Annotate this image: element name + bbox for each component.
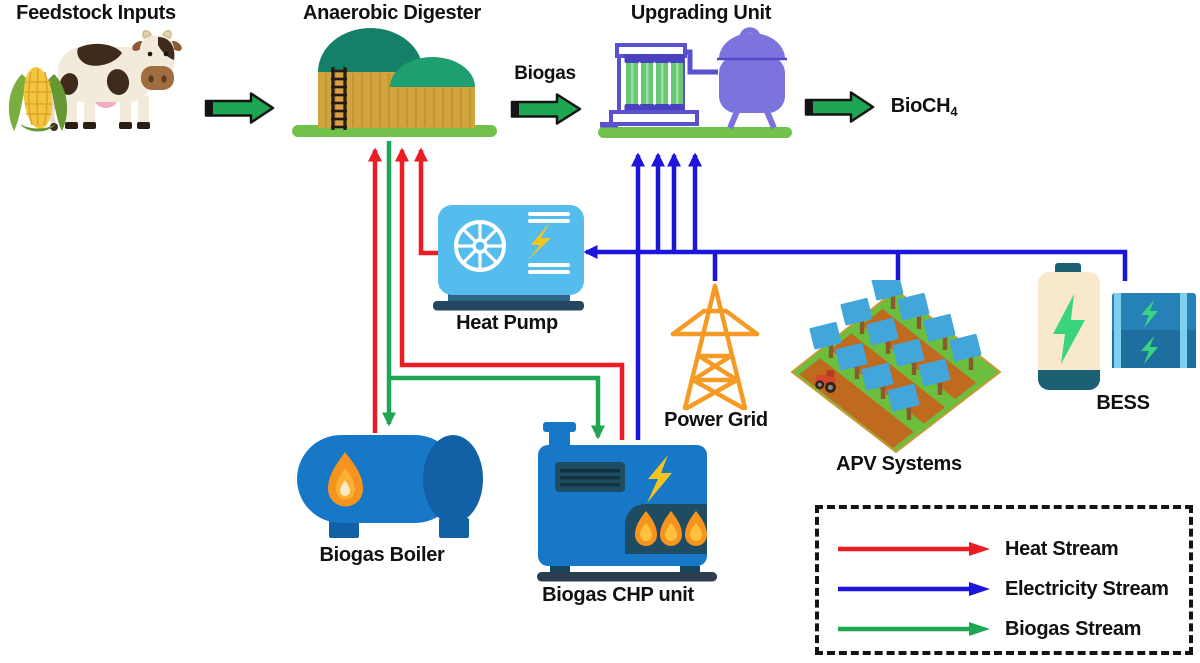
burner-flames [635, 511, 707, 546]
flame-icon [328, 452, 363, 507]
membrane-columns [624, 54, 685, 113]
upgrading-title: Upgrading Unit [630, 2, 772, 24]
heat-stream-arrow-icon [838, 542, 990, 556]
battery-storage-icon [1038, 263, 1196, 390]
apv-label: APV Systems [836, 453, 962, 475]
anaerobic-digester-icon [292, 28, 497, 137]
feedstock-title: Feedstock Inputs [16, 2, 176, 24]
digester-to-upgrading-arrow [510, 93, 582, 125]
electricity-stream-arrow-icon [838, 582, 990, 596]
legend-box: Heat Stream Electricity Stream Biogas St… [815, 505, 1193, 655]
heat-pump-icon [433, 205, 584, 311]
heat-stream-chp-to-digester [395, 147, 625, 440]
electricity-bus-to-heatpump [583, 245, 1128, 281]
biogas-stream-digester-to-chp [389, 375, 605, 440]
upgrading-to-biomethane-arrow [804, 91, 875, 123]
biogas-boiler-icon [297, 435, 483, 538]
legend-label-biogas: Biogas Stream [1005, 617, 1142, 640]
biogas-stream-arrow-icon [838, 622, 990, 636]
grille-icon [555, 462, 625, 492]
apv-field-icon [790, 280, 1002, 454]
heat-stream-heatpump-to-digester [414, 147, 438, 256]
fan-icon [454, 220, 506, 272]
legend-label-electricity: Electricity Stream [1005, 577, 1169, 600]
legend-item-heat: Heat Stream [835, 533, 1189, 565]
biogas-chp-icon [537, 422, 717, 582]
ladder-icon [331, 67, 347, 130]
chp-label: Biogas CHP unit [542, 584, 694, 606]
lightning-icon [647, 455, 672, 503]
lightning-icon [528, 222, 551, 260]
solar-panels [809, 280, 982, 420]
bess-label: BESS [1096, 392, 1150, 414]
legend-item-biogas: Biogas Stream [835, 613, 1189, 645]
digester-title: Anaerobic Digester [303, 2, 481, 24]
feedstock-icons [8, 30, 182, 132]
bess-module-icon [1112, 293, 1196, 368]
upgrading-unit-icon [598, 27, 792, 138]
heat-pump-label: Heat Pump [456, 312, 558, 334]
biomethane-label: BioCH4 [890, 95, 958, 119]
corn-icon [8, 67, 68, 132]
power-grid-label: Power Grid [664, 409, 768, 431]
power-grid-icon [670, 283, 760, 411]
battery-icon [1038, 263, 1100, 390]
biogas-flow-label: Biogas [514, 63, 576, 84]
legend-label-heat: Heat Stream [1005, 537, 1119, 560]
feedstock-to-digester-arrow [204, 92, 275, 124]
boiler-label: Biogas Boiler [319, 544, 445, 566]
tractor-icon [815, 369, 836, 393]
legend-item-electricity: Electricity Stream [835, 573, 1189, 605]
cow-icon [49, 30, 182, 131]
